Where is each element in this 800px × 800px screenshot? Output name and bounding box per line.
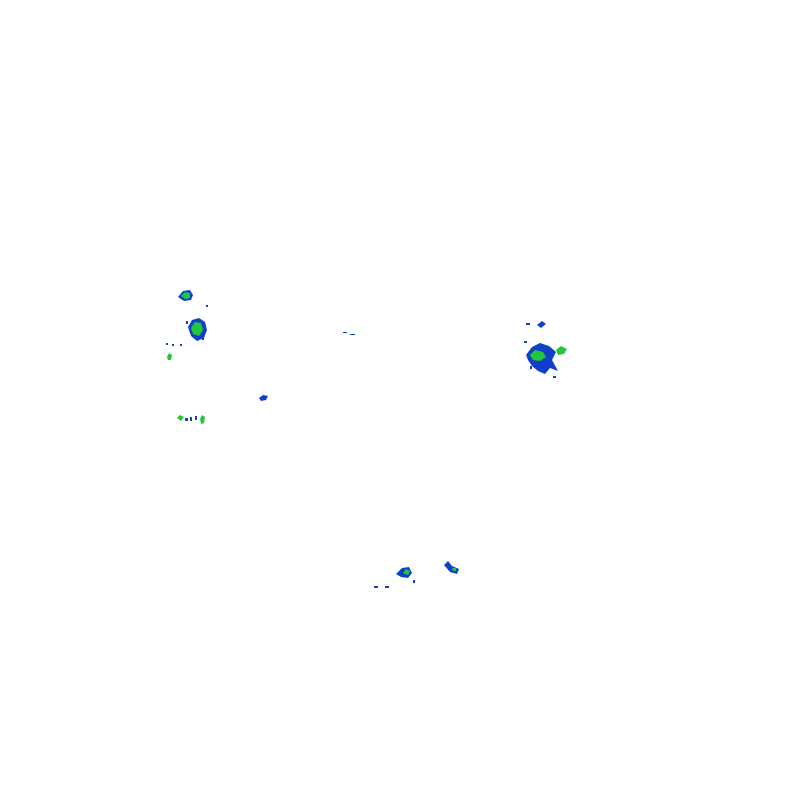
echo-speck: [530, 366, 532, 369]
echo-medium: [452, 568, 456, 571]
echo-speck: [195, 416, 197, 420]
echo-cluster-east: [524, 321, 567, 378]
echo-cluster-south: [374, 561, 459, 588]
echo-speck: [526, 323, 530, 325]
echo-speck: [186, 321, 188, 324]
echo-speck: [374, 586, 378, 588]
echo-cluster-south-west: [177, 415, 205, 424]
echo-speck: [553, 376, 556, 378]
echo-speck: [524, 341, 527, 343]
echo-speck: [172, 344, 174, 346]
echo-medium: [556, 346, 567, 355]
echo-light: [444, 561, 459, 574]
echo-speck: [413, 580, 415, 583]
echo-cluster-west-small: [166, 343, 182, 360]
echo-medium: [403, 569, 410, 575]
echo-speck: [166, 343, 168, 345]
echo-light: [259, 395, 268, 401]
echo-medium: [181, 292, 190, 299]
echo-speck: [190, 417, 192, 421]
echo-light: [537, 321, 546, 328]
echo-cluster-north-west: [178, 290, 208, 307]
echo-speck: [385, 586, 389, 588]
echo-speck: [202, 337, 204, 340]
echo-medium: [167, 353, 172, 360]
echo-cluster-west-core: [186, 318, 207, 341]
echo-cluster-west-isolated: [259, 395, 268, 401]
echo-speck: [185, 418, 188, 421]
echo-speck: [350, 334, 355, 335]
echo-speck: [206, 305, 208, 307]
echo-speck: [343, 332, 347, 333]
echo-medium: [200, 415, 205, 424]
echo-speck: [180, 344, 182, 346]
echo-medium: [191, 322, 203, 336]
echo-cluster-central: [343, 332, 355, 335]
echo-medium: [530, 350, 546, 361]
echo-medium: [177, 415, 184, 421]
